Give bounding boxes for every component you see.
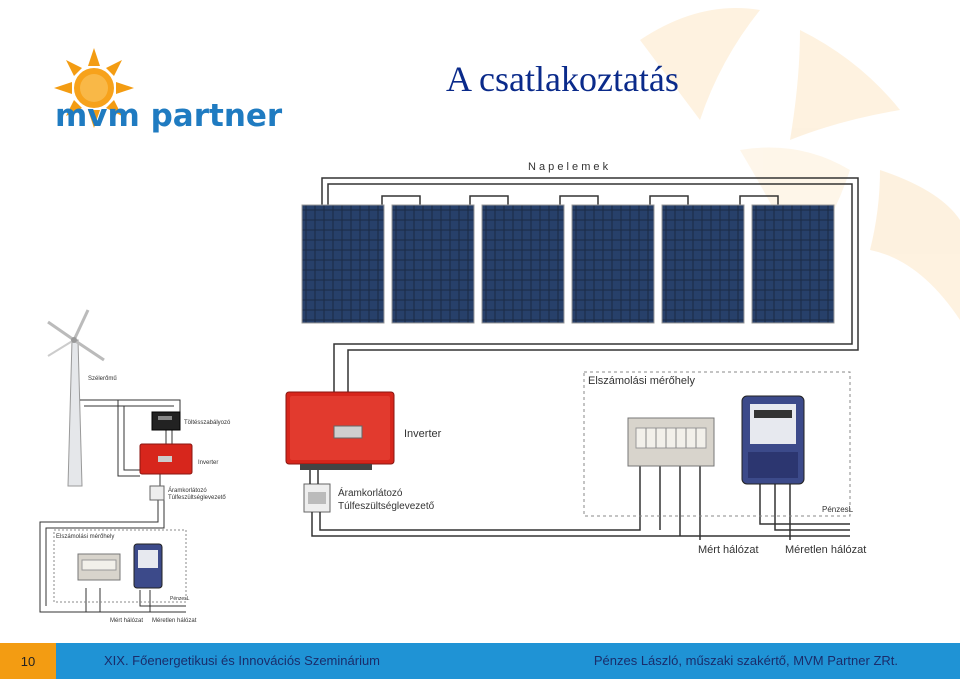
solar-panel — [571, 204, 655, 324]
inverter-icon — [285, 391, 395, 470]
solar-panel-array — [301, 204, 835, 324]
electricity-meter-icon — [741, 395, 805, 485]
small-meter-area-box — [53, 529, 187, 603]
inverter-label: Inverter — [404, 428, 442, 440]
small-wind-label: Szélerőmű — [88, 376, 117, 382]
small-electricity-meter-icon — [133, 543, 163, 589]
solar-panel — [301, 204, 385, 324]
meter-area-box — [583, 371, 851, 517]
small-wiring — [39, 399, 186, 613]
small-meter-area-label: Elszámolási mérőhely — [56, 534, 114, 540]
unmeasured-grid-label: Méretlen hálózat — [785, 544, 866, 556]
small-charger-icon — [151, 411, 181, 431]
logo-text: mvm partner — [55, 98, 283, 134]
small-limiter-label-2: Túlfeszültséglevezető — [168, 495, 226, 501]
penzesl-label: PénzesL — [822, 505, 854, 514]
mvm-sun-logo-icon — [54, 48, 134, 128]
limiter-icon — [303, 483, 331, 513]
grid-wiring — [309, 464, 850, 540]
small-charger-label: Töltésszabályozó — [184, 420, 231, 426]
footer-author-text: Pénzes László, műszaki szakértő, MVM Par… — [593, 653, 898, 668]
small-measured-label: Mért hálózat — [110, 618, 143, 624]
solar-panel — [481, 204, 565, 324]
small-unmeasured-label: Méretlen hálózat — [152, 618, 197, 624]
small-inverter-label: Inverter — [198, 460, 218, 466]
panel-wiring — [321, 177, 859, 398]
measured-grid-label: Mért hálózat — [698, 544, 759, 556]
small-distribution-box-icon — [77, 553, 121, 581]
small-penzesl-label: PénzesL — [170, 596, 190, 602]
small-limiter-icon — [149, 485, 165, 501]
meter-area-label: Elszámolási mérőhely — [588, 375, 695, 387]
solar-panel — [751, 204, 835, 324]
page-title: A csatlakoztatás — [446, 59, 679, 99]
wind-turbine-icon — [47, 309, 105, 487]
distribution-box-icon — [627, 417, 715, 467]
solar-panel — [391, 204, 475, 324]
limiter-label-1: Áramkorlátozó — [338, 486, 403, 499]
small-inverter-icon — [139, 443, 193, 475]
solar-panel — [661, 204, 745, 324]
limiter-label-2: Túlfeszültséglevezető — [338, 501, 435, 512]
footer-seminar-text: XIX. Főenergetikusi és Innovációs Szemin… — [104, 653, 381, 668]
page-number: 10 — [0, 643, 56, 679]
panels-label: N a p e l e m e k — [528, 161, 609, 173]
footer-bar — [0, 643, 960, 679]
background-sun-icon — [640, 8, 960, 320]
small-limiter-label-1: Áramkorlátozó — [168, 487, 207, 494]
